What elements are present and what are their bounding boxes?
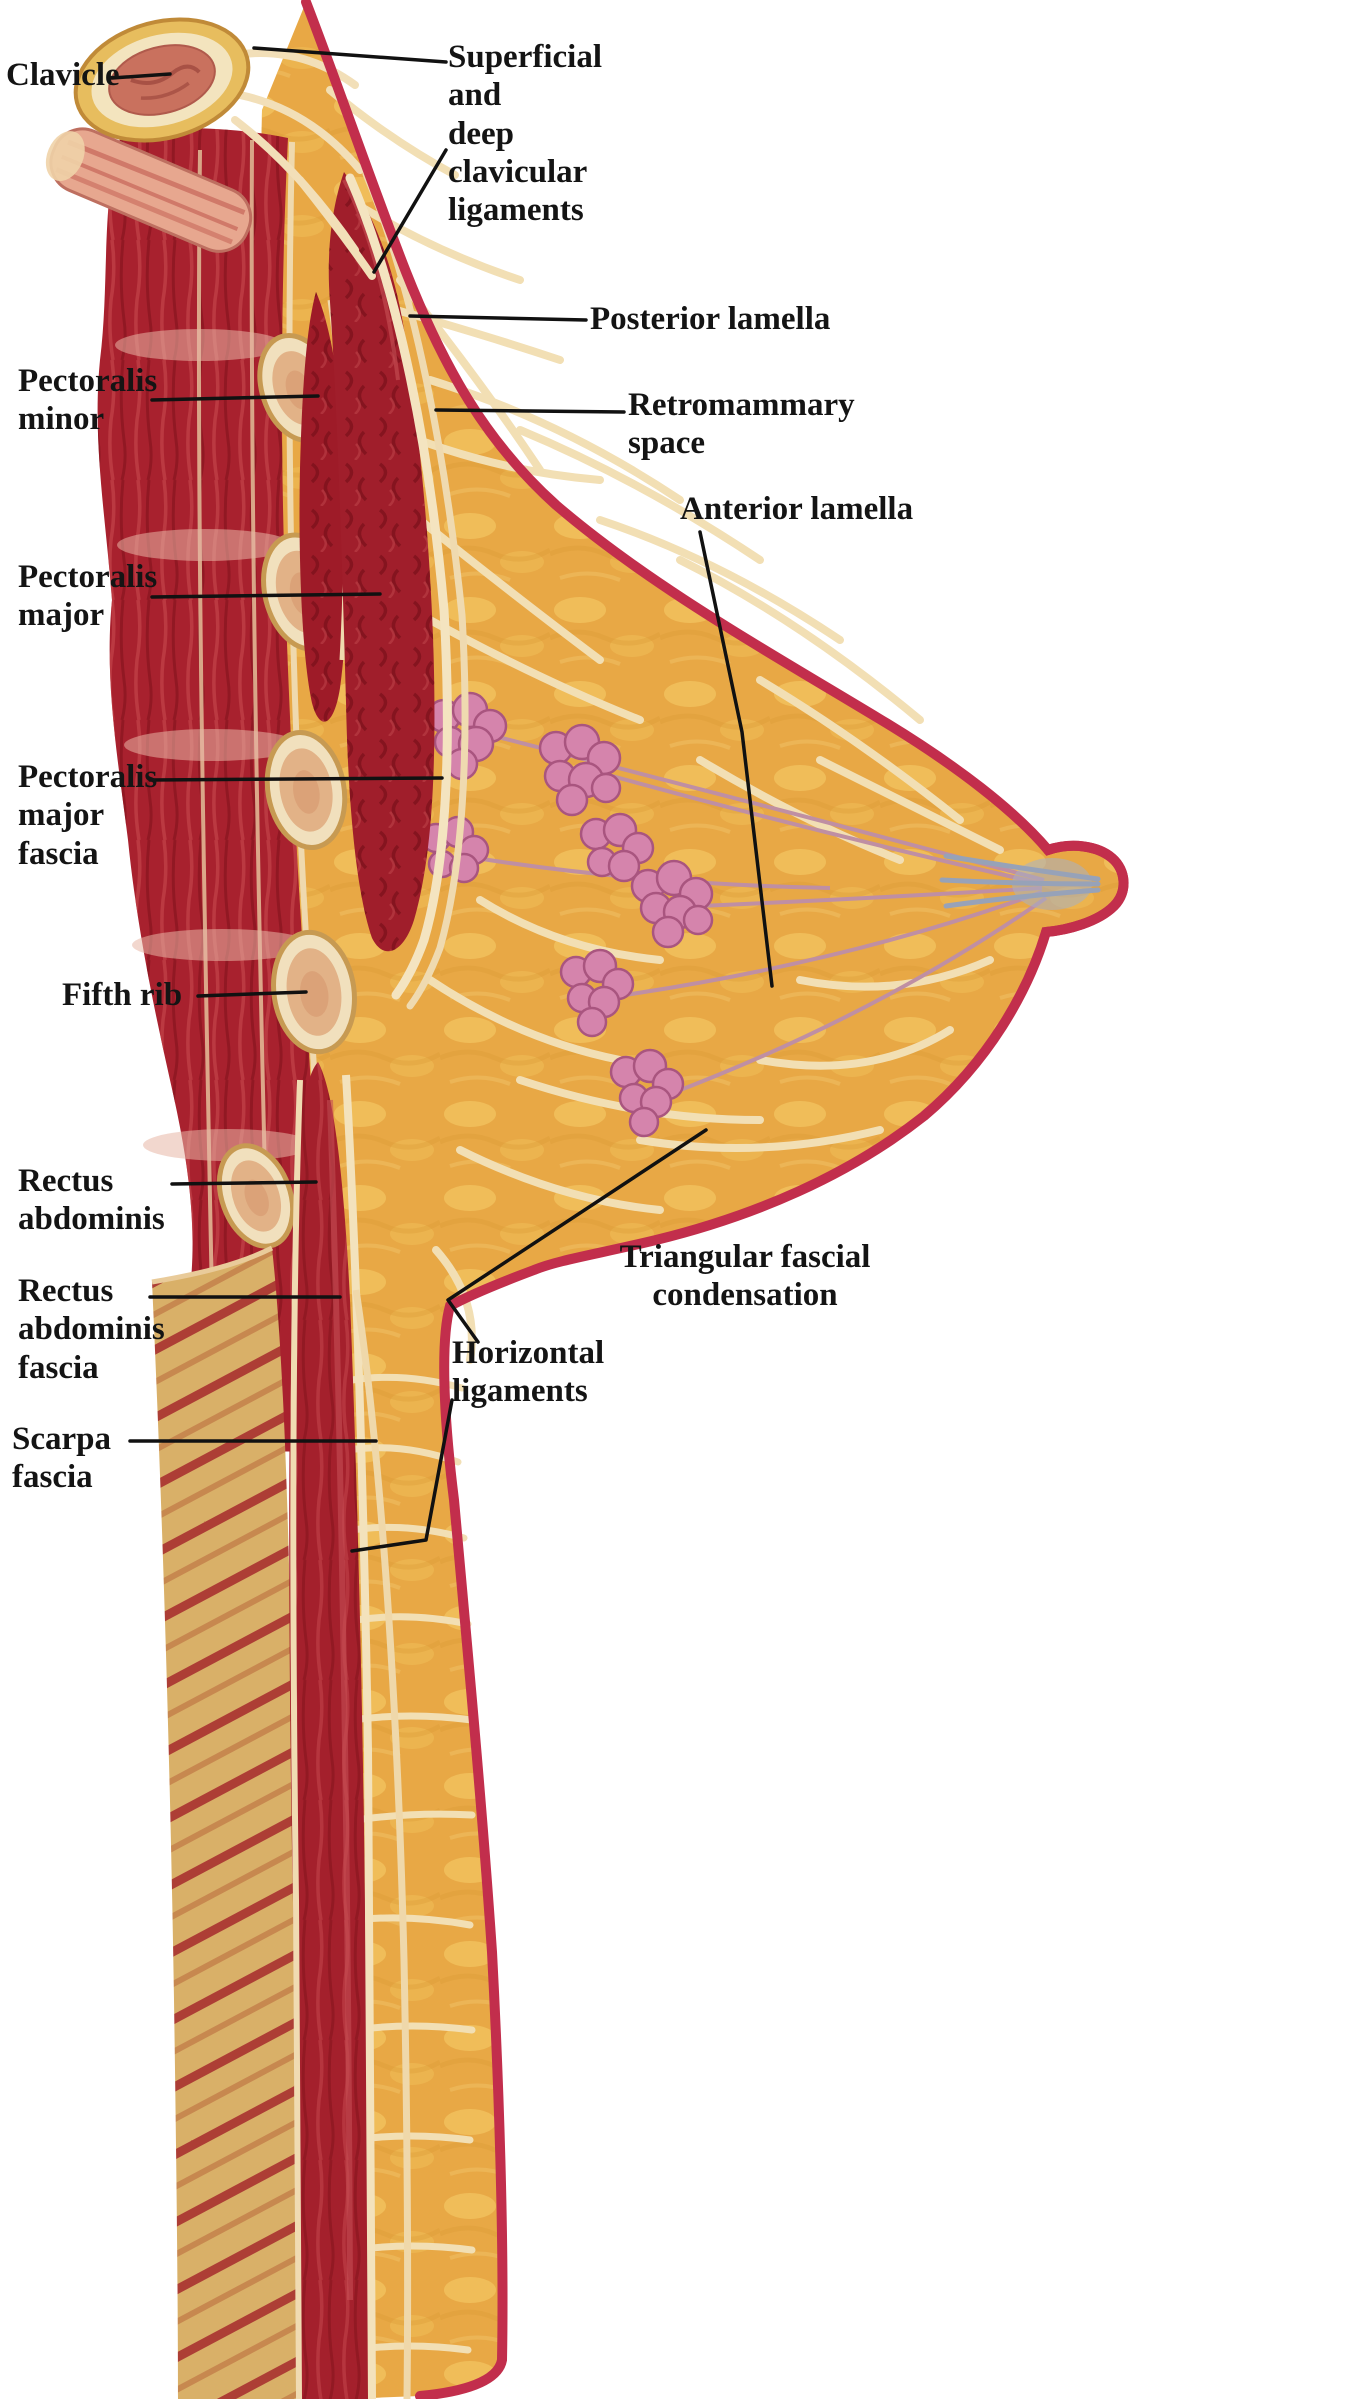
leader-pectoralis-minor xyxy=(150,394,320,402)
leader-horizontal-ligaments xyxy=(350,1398,454,1553)
label-rectus-abdominis: Rectus abdominis xyxy=(18,1163,165,1238)
label-pectoralis-minor: Pectoralis minor xyxy=(18,363,158,438)
label-fifth-rib: Fifth rib xyxy=(62,977,183,1013)
label-posterior-lamella: Posterior lamella xyxy=(590,301,831,337)
leader-retromammary-space xyxy=(434,408,626,414)
lactiferous-ducts xyxy=(475,734,1048,1096)
leader-fifth-rib xyxy=(196,990,308,998)
label-clavicular-ligaments: Superficial and deep clavicular ligament… xyxy=(448,39,602,229)
label-scarpa-fascia: Scarpa fascia xyxy=(12,1421,111,1496)
leader-superficial-ligament xyxy=(252,46,448,64)
label-retromammary-space: Retromammary space xyxy=(628,387,855,462)
pectoralis-major-fascia-layer xyxy=(345,173,452,1000)
label-horizontal-ligaments: Horizontal ligaments xyxy=(452,1335,605,1410)
leader-anterior-lamella xyxy=(698,530,774,988)
scarpa-fascia-layer xyxy=(352,1289,412,2399)
nipple xyxy=(1041,840,1129,937)
label-pectoralis-major-fascia: Pectoralis major fascia xyxy=(18,759,158,872)
chest-wall-muscle-column xyxy=(97,128,347,1452)
label-pectoralis-major: Pectoralis major xyxy=(18,559,158,634)
clavicle-bone xyxy=(73,17,251,143)
glandular-lobules xyxy=(420,691,1101,1138)
leader-posterior-lamella xyxy=(408,314,588,322)
fifth-rib-cross-section xyxy=(271,929,357,1055)
label-clavicle: Clavicle xyxy=(6,57,120,93)
pectoral-fascia-layers xyxy=(345,170,469,1010)
nipple-duct-bundle xyxy=(939,853,1101,910)
rib-cross-section xyxy=(264,730,348,850)
rib-cross-section xyxy=(216,1143,296,1249)
label-anterior-lamella: Anterior lamella xyxy=(680,491,914,527)
leader-triangular-condensation xyxy=(446,1128,708,1344)
oblique-muscle-layer xyxy=(151,1245,298,2399)
label-triangular-fascial-condensation: Triangular fascial condensation xyxy=(619,1239,871,1314)
label-rectus-abdominis-fascia: Rectus abdominis fascia xyxy=(18,1273,165,1386)
rectus-abdominis-fascia-layer xyxy=(342,1074,376,2399)
leader-pectoralis-major-fascia xyxy=(148,776,444,782)
leader-pectoralis-major xyxy=(150,592,382,599)
cut-rib-bone xyxy=(45,127,253,253)
leader-rectus-abdominis xyxy=(170,1180,318,1186)
rectus-abdominis-muscle xyxy=(289,1062,412,2399)
clavicular-ligament-strands xyxy=(231,49,376,280)
leader-lines xyxy=(110,46,774,1553)
leader-deep-ligament xyxy=(372,148,448,274)
fat-tissue xyxy=(258,2,1124,2399)
posterior-lamella-layer xyxy=(362,170,469,1010)
leader-clavicle xyxy=(110,72,172,80)
skin-outline xyxy=(301,0,1129,2399)
